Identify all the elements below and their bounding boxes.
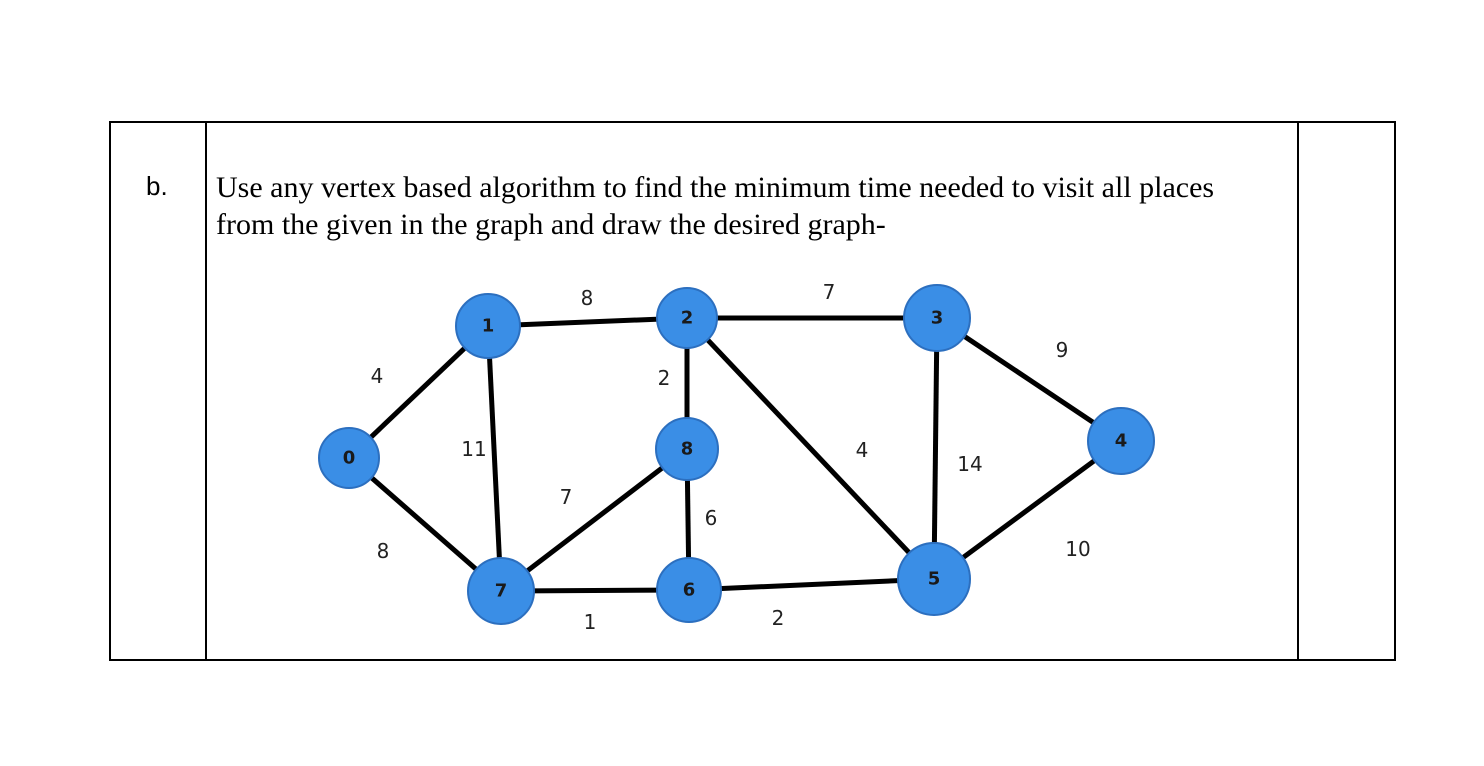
column-divider-left (205, 123, 207, 659)
column-divider-right (1297, 123, 1299, 659)
question-table: b. Use any vertex based algorithm to fin… (109, 121, 1396, 661)
question-text: Use any vertex based algorithm to find t… (216, 171, 1215, 241)
question-label: b. (146, 171, 168, 201)
